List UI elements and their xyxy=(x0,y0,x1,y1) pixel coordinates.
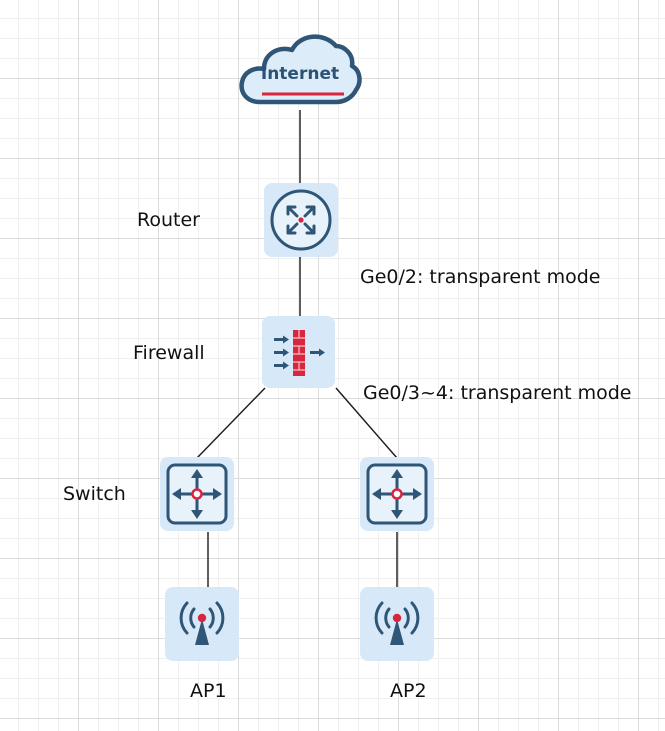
router-node[interactable] xyxy=(264,183,338,257)
firewall-node[interactable] xyxy=(262,316,335,388)
port-annotation-ge0-3-4: Ge0/3~4: transparent mode xyxy=(363,382,632,404)
switch-icon xyxy=(166,463,228,525)
router-icon xyxy=(270,189,332,251)
cloud-icon xyxy=(239,34,362,105)
ap1-label: AP1 xyxy=(190,680,227,702)
ap1-node[interactable] xyxy=(165,587,239,661)
link-firewall-switch-right xyxy=(335,387,398,459)
switch-label: Switch xyxy=(63,483,126,505)
firewall-icon xyxy=(274,330,325,376)
link-firewall-switch-left xyxy=(196,387,266,459)
internet-node[interactable]: Internet xyxy=(238,30,362,110)
switch-right-node[interactable] xyxy=(360,457,434,531)
ap2-node[interactable] xyxy=(360,587,434,661)
switch-left-node[interactable] xyxy=(160,457,234,531)
firewall-label: Firewall xyxy=(133,342,205,364)
port-annotation-ge0-2: Ge0/2: transparent mode xyxy=(360,266,601,288)
switch-icon xyxy=(366,463,428,525)
internet-label: Internet xyxy=(260,64,340,84)
router-label: Router xyxy=(137,209,200,231)
wireless-ap-icon xyxy=(179,601,225,645)
wireless-ap-icon xyxy=(374,601,420,645)
ap2-label: AP2 xyxy=(390,680,427,702)
